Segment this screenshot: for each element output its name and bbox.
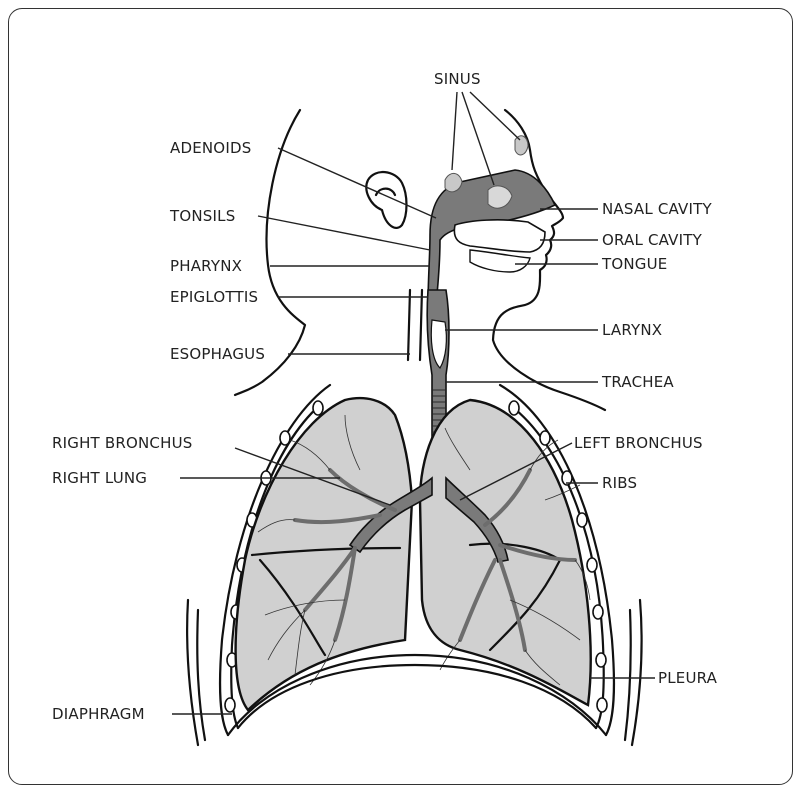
label-nasal-cavity: NASAL CAVITY [602, 200, 712, 218]
label-trachea: TRACHEA [601, 373, 674, 391]
label-pleura: PLEURA [658, 669, 718, 687]
label-right-lung: RIGHT LUNG [52, 469, 147, 487]
label-left-bronchus: LEFT BRONCHUS [574, 434, 703, 452]
label-diaphragm: DIAPHRAGM [52, 705, 145, 723]
label-esophagus: ESOPHAGUS [170, 345, 265, 363]
label-sinus: SINUS [434, 70, 481, 88]
label-pharynx: PHARYNX [170, 257, 242, 275]
head-outline [235, 110, 605, 410]
label-right-bronchus: RIGHT BRONCHUS [52, 434, 192, 452]
label-larynx: LARYNX [602, 321, 662, 339]
label-adenoids: ADENOIDS [170, 139, 251, 157]
label-tonsils: TONSILS [169, 207, 235, 225]
label-ribs: RIBS [602, 474, 637, 492]
label-oral-cavity: ORAL CAVITY [602, 231, 703, 249]
label-epiglottis: EPIGLOTTIS [170, 288, 258, 306]
nasal-oral-cavity [428, 136, 555, 305]
right-lung [236, 398, 412, 710]
label-tongue: TONGUE [601, 255, 667, 273]
